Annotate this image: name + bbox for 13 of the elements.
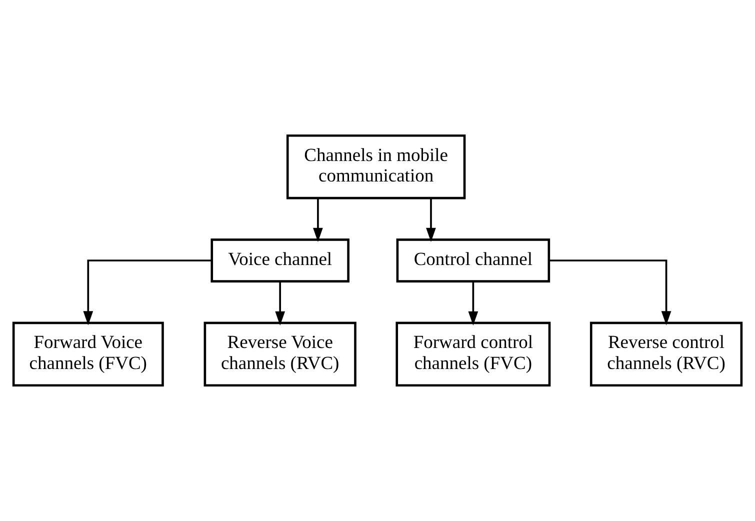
arrow — [426, 198, 436, 242]
arrow — [468, 282, 478, 326]
node-box: Reverse control channels (RVC) — [590, 322, 743, 387]
arrow — [275, 282, 286, 326]
node-box: Channels in mobile communication — [286, 134, 466, 200]
node-box: Reverse Voice channels (RVC) — [204, 322, 356, 387]
arrow — [83, 260, 212, 326]
node-box: Forward Voice channels (FVC) — [12, 322, 164, 387]
arrow — [548, 260, 672, 326]
node-box: Forward control channels (FVC) — [396, 322, 551, 387]
node-box: Control channel — [396, 238, 550, 282]
node-box: Voice channel — [210, 238, 350, 282]
arrow — [313, 198, 323, 242]
